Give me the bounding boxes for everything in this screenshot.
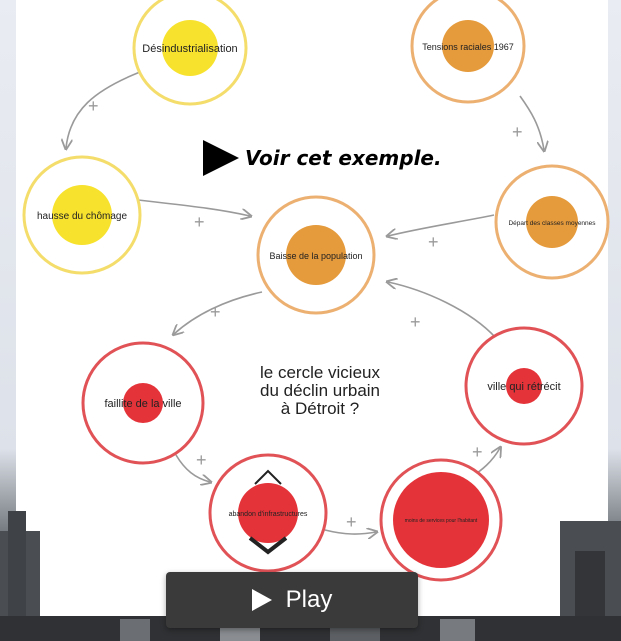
node-label: faillite de la ville — [104, 398, 181, 410]
arrows — [66, 71, 544, 534]
chevron-down-icon — [248, 536, 288, 555]
center-title-line: le cercle vicieux — [260, 363, 380, 382]
node-baisse-population: Baisse de la population — [256, 195, 376, 315]
node-moins-services: moins de services pour l'habitant — [379, 458, 503, 582]
node-tensions-raciales: Tensions raciales 1967 — [410, 0, 526, 104]
play-label: Play — [285, 586, 333, 613]
node-label: hausse du chômage — [37, 211, 128, 222]
node-label: abandon d'infrastructures — [229, 511, 308, 518]
plus-sign: + — [196, 450, 207, 470]
node-label: Baisse de la population — [269, 251, 362, 261]
play-arrow-icon — [203, 140, 239, 176]
node-faillite-ville: faillite de la ville — [81, 341, 205, 465]
arrow-chomage-to-baisse — [137, 199, 250, 216]
play-icon — [251, 589, 272, 611]
node-ville-retrecit: ville qui rétrécit — [464, 326, 584, 446]
play-button[interactable]: Play — [166, 572, 418, 628]
plus-sign: + — [194, 212, 205, 232]
arrow-ville-to-baisse — [388, 282, 497, 339]
node-depart-classes-moyennes: Départ des classes moyennes — [494, 164, 610, 280]
voir-exemple-link[interactable]: Voir cet exemple. — [203, 140, 442, 176]
node-desindustrialisation: Désindustrialisation — [132, 0, 248, 106]
plus-sign: + — [346, 512, 357, 532]
node-label: Tensions raciales 1967 — [422, 42, 514, 52]
plus-sign: + — [88, 96, 99, 116]
node-hausse-du-chomage: hausse du chômage — [22, 155, 142, 275]
plus-sign: + — [512, 122, 523, 142]
arrow-tensions-to-depart — [519, 95, 544, 150]
node-label: Départ des classes moyennes — [508, 220, 596, 227]
plus-signs: + + + + + + + + + — [88, 96, 523, 532]
plus-sign: + — [410, 312, 421, 332]
diagram-center-title: le cercle vicieux du déclin urbain à Dét… — [232, 364, 408, 418]
plus-sign: + — [472, 442, 483, 462]
city-skyline-background — [0, 511, 621, 641]
arrow-depart-to-baisse — [388, 214, 495, 236]
center-title-line: du déclin urbain — [259, 381, 381, 400]
node-label: moins de services pour l'habitant — [405, 518, 478, 524]
arrow-abandon-to-moins — [324, 530, 376, 534]
node-label: ville qui rétrécit — [487, 381, 560, 393]
arrow-faillite-to-abandon — [175, 454, 210, 482]
arrow-baisse-to-faillite — [174, 291, 263, 334]
arrow-desind-to-chomage — [66, 71, 141, 148]
voir-exemple-label: Voir cet exemple. — [245, 146, 442, 170]
plus-sign: + — [210, 302, 221, 322]
chevron-up-icon — [254, 469, 282, 485]
plus-sign: + — [428, 232, 439, 252]
node-label: Désindustrialisation — [142, 43, 237, 55]
center-title-line: à Détroit ? — [280, 399, 360, 418]
node-abandon-infrastructures: abandon d'infrastructures — [208, 453, 328, 573]
